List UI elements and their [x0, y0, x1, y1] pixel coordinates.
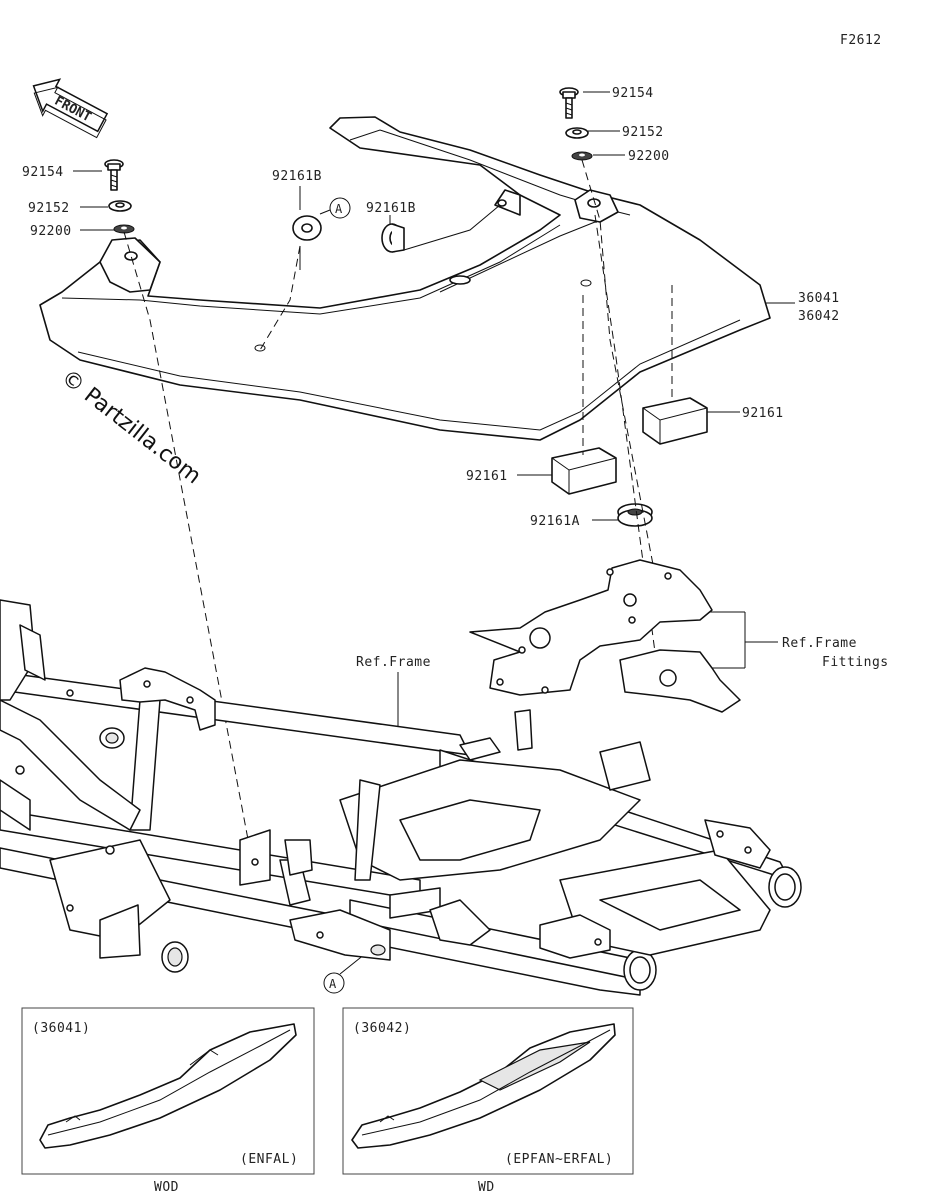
bolt-right-icon — [559, 87, 579, 119]
callout-grommet-b-right: 92161B — [366, 201, 416, 216]
inset-36042: (36042) (EPFAN~ERFAL) WD — [342, 1007, 634, 1195]
bolt-left-icon — [104, 159, 124, 191]
callout-ref-frame-fittings-2: Fittings — [822, 655, 889, 670]
marker-a-top: A — [319, 197, 351, 219]
inset-variant-36042: (EPFAN~ERFAL) — [505, 1152, 613, 1167]
callout-cover-b: 36042 — [798, 309, 840, 324]
frame-fittings — [469, 559, 741, 713]
washer-right-icon — [565, 127, 589, 139]
callout-grommet-a: 92161A — [530, 514, 580, 529]
callout-ref-frame-fittings-1: Ref.Frame — [782, 636, 857, 651]
inset-caption-36042: WD — [478, 1180, 495, 1195]
grommet-b-right-icon — [381, 223, 405, 253]
callout-pad-left: 92161 — [466, 469, 508, 484]
callout-pad-right: 92161 — [742, 406, 784, 421]
callout-washer-left: 92152 — [28, 201, 70, 216]
pad-right-icon — [642, 397, 708, 445]
svg-text:A: A — [329, 977, 337, 991]
seat-cover — [39, 116, 771, 441]
callout-ref-frame: Ref.Frame — [356, 655, 431, 670]
inset-caption-36041: WOD — [154, 1180, 179, 1195]
callout-bolt-left: 92154 — [22, 165, 64, 180]
svg-text:A: A — [335, 202, 343, 216]
callout-cover-a: 36041 — [798, 291, 840, 306]
inset-part-36042: (36042) — [353, 1021, 411, 1036]
callout-bolt-right: 92154 — [612, 86, 654, 101]
pad-left-icon — [551, 447, 617, 495]
front-arrow-icon: FRONT — [32, 78, 109, 139]
grommet-a-icon — [617, 503, 653, 527]
callout-washer-right: 92152 — [622, 125, 664, 140]
inset-36041: (36041) (ENFAL) WOD — [21, 1007, 315, 1195]
callout-damper-right: 92200 — [628, 149, 670, 164]
grommet-b-left-icon — [292, 215, 322, 241]
figure-code: F2612 — [840, 33, 882, 48]
damper-left-icon — [113, 224, 135, 234]
callout-grommet-b-left: 92161B — [272, 169, 322, 184]
washer-left-icon — [108, 200, 132, 212]
callout-damper-left: 92200 — [30, 224, 72, 239]
marker-a-bottom: A — [323, 949, 371, 994]
inset-variant-36041: (ENFAL) — [240, 1152, 298, 1167]
damper-right-icon — [571, 151, 593, 161]
main-frame — [0, 599, 802, 996]
inset-part-36041: (36041) — [32, 1021, 90, 1036]
